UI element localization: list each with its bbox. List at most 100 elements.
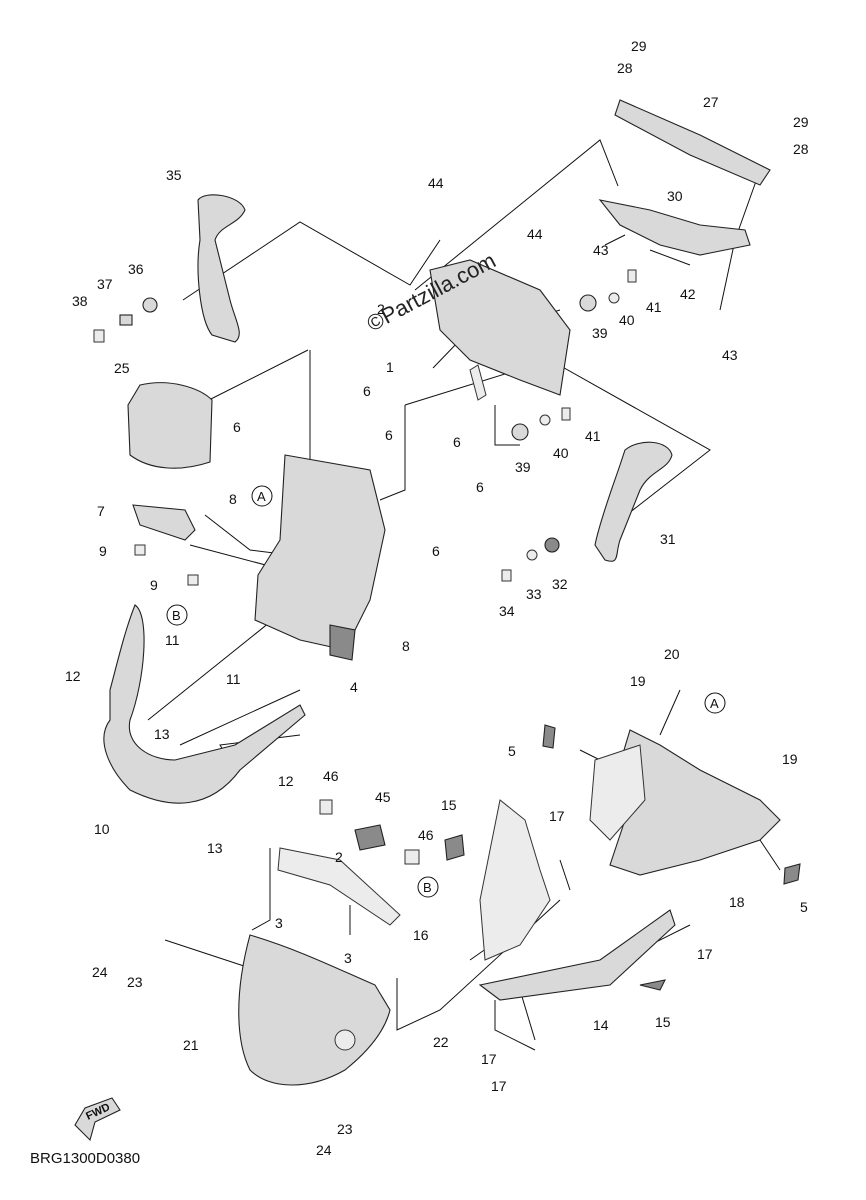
callout-43-b: 43 (722, 347, 738, 363)
callout-17-c: 17 (481, 1051, 497, 1067)
part-5-clip-b (783, 863, 801, 885)
callout-32: 32 (552, 576, 568, 592)
part-39-grommet-lower (511, 423, 529, 441)
callout-8-b: 8 (402, 638, 410, 654)
callout-12-a: 12 (65, 668, 81, 684)
callout-9-a: 9 (99, 543, 107, 559)
callout-5-a: 5 (508, 743, 516, 759)
callout-28-b: 28 (793, 141, 809, 157)
callout-13-b: 13 (207, 840, 223, 856)
part-25-cover-box (127, 382, 213, 469)
reference-markers: A A B B (166, 485, 726, 898)
part-33-collar (526, 549, 538, 561)
callout-19-b: 19 (782, 751, 798, 767)
callout-4: 4 (350, 679, 358, 695)
part-42-stay (598, 199, 751, 256)
callout-14: 14 (593, 1017, 609, 1033)
part-9-nut-a (134, 544, 146, 556)
callout-30: 30 (667, 188, 683, 204)
callout-15-a: 15 (441, 797, 457, 813)
callout-17-d: 17 (491, 1078, 507, 1094)
part-4-unit-detail (329, 624, 356, 661)
callout-31: 31 (660, 531, 676, 547)
callout-24-b: 24 (316, 1142, 332, 1158)
callout-25: 25 (114, 360, 130, 376)
callout-39-a: 39 (592, 325, 608, 341)
callout-39-b: 39 (515, 459, 531, 475)
part-45-damper (354, 824, 386, 851)
part-31-air-duct (594, 441, 673, 562)
part-40-collar-lower (539, 414, 551, 426)
callout-3-b: 3 (344, 950, 352, 966)
part-21-cowling-hole (334, 1029, 356, 1051)
part-34-bolt (501, 569, 512, 582)
callout-17-a: 17 (549, 808, 565, 824)
part-39-grommet-upper (579, 294, 597, 312)
callout-21: 21 (183, 1037, 199, 1053)
part-5-clip-a (542, 724, 556, 749)
callout-5-b: 5 (800, 899, 808, 915)
part-36-grommet (142, 297, 158, 313)
callout-17-b: 17 (697, 946, 713, 962)
part-15-insert (444, 834, 465, 861)
callout-35: 35 (166, 167, 182, 183)
callout-10: 10 (94, 821, 110, 837)
callout-40-b: 40 (553, 445, 569, 461)
callout-13-a: 13 (154, 726, 170, 742)
callout-11-a: 11 (165, 632, 180, 648)
callout-40-a: 40 (619, 312, 635, 328)
ref-marker-a-2: A (710, 696, 719, 711)
callout-6-b: 6 (385, 427, 393, 443)
part-35-air-duct (197, 194, 246, 343)
callout-12-b: 12 (278, 773, 294, 789)
part-15-trim (639, 979, 666, 991)
part-4-unit-assembly (254, 454, 386, 651)
callout-23-a: 23 (127, 974, 143, 990)
callout-6-c: 6 (233, 419, 241, 435)
callout-41-b: 41 (585, 428, 601, 444)
callout-19-a: 19 (630, 673, 646, 689)
callout-33: 33 (526, 586, 542, 602)
callout-2-lower: 2 (335, 849, 343, 865)
callout-3-a: 3 (275, 915, 283, 931)
callout-23-b: 23 (337, 1121, 353, 1137)
callout-6-a: 6 (363, 383, 371, 399)
callout-11-b: 11 (226, 671, 241, 687)
part-2-bracket-arm (469, 364, 487, 401)
part-18-inner (589, 744, 646, 841)
callout-36: 36 (128, 261, 144, 277)
callout-9-b: 9 (150, 577, 158, 593)
callout-20: 20 (664, 646, 680, 662)
callout-38: 38 (72, 293, 88, 309)
part-27-stay-bar (614, 99, 771, 186)
callout-7: 7 (97, 503, 105, 519)
parts: FWD (74, 99, 801, 1142)
callout-46-b: 46 (418, 827, 434, 843)
callout-27: 27 (703, 94, 719, 110)
part-2-bracket-stay (429, 259, 571, 396)
part-2-lower-stay (277, 847, 401, 926)
ref-marker-a-1: A (257, 489, 266, 504)
ref-marker-b-1: B (172, 608, 181, 623)
callout-22: 22 (433, 1034, 449, 1050)
part-46-collar-a (319, 799, 333, 815)
part-number-callouts: 1 2 2 3 3 4 5 5 6 6 6 6 6 6 7 8 8 9 9 10… (65, 38, 809, 1158)
callout-41-a: 41 (646, 299, 662, 315)
part-32-grommet (544, 537, 560, 553)
callout-18: 18 (729, 894, 745, 910)
part-10-side-cowling (103, 604, 306, 804)
part-9-nut-b (187, 574, 199, 586)
callout-42: 42 (680, 286, 696, 302)
callout-6-e: 6 (476, 479, 484, 495)
callout-16: 16 (413, 927, 429, 943)
part-7-stay (132, 504, 196, 541)
callout-44-a: 44 (428, 175, 444, 191)
part-14-side-panel (478, 909, 676, 1001)
callout-46-a: 46 (323, 768, 339, 784)
part-41-bolt-upper (627, 269, 637, 283)
callout-45: 45 (375, 789, 391, 805)
part-38-bolt (93, 329, 105, 343)
part-40-collar-upper (608, 292, 620, 304)
ref-marker-b-2: B (423, 880, 432, 895)
